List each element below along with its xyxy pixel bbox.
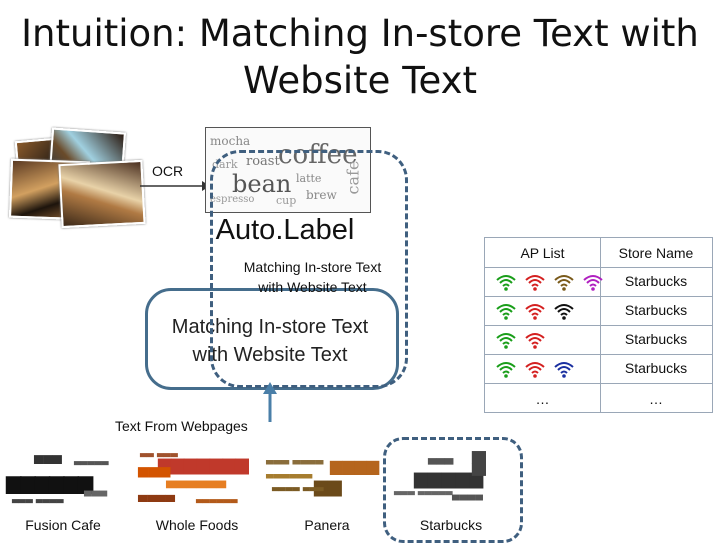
cloud-shape: ▃▃ ▃▃▃ xyxy=(140,448,178,458)
cloud-shape: ▄▄▄ xyxy=(84,486,108,497)
cloud-word: latte xyxy=(296,172,322,185)
autolabel-subtitle: Matching In-store Text with Website Text xyxy=(215,257,410,297)
store-name-cell: Starbucks xyxy=(624,302,688,318)
store-name-cell: Starbucks xyxy=(624,331,688,347)
starbucks-word-cloud: ▆▆▆▆▆ ▆▆ ▄▄▄ ▃▃▃ ▃▃▃▃▃ ▄▄▄▄ xyxy=(392,446,508,508)
whole-foods-word-cloud: ▆▆▆▆▆▆▆ ▅▅▅ ▄▄▄▄▄▄ ▄▄▄▄ ▃▃▃▃▃▃ ▃▃ ▃▃▃ xyxy=(136,446,252,516)
cloud-shape: ▄▄▄ xyxy=(428,452,454,465)
cloud-shape: ▆▆ xyxy=(314,476,342,497)
wifi-icon xyxy=(496,333,516,349)
wifi-icon xyxy=(525,362,545,378)
autolabel-title: Auto.Label xyxy=(215,214,355,246)
cloud-shape: ▆▆▆▆▆▆ xyxy=(6,470,93,494)
ellipsis: … xyxy=(535,391,550,407)
cloud-shape: ▆▆▆▆▆▆▆ xyxy=(158,454,249,475)
cloud-shape: ▅▅▅ xyxy=(34,450,62,464)
cloud-word: roast xyxy=(246,154,280,169)
cloud-shape: ▆▆▆▆ xyxy=(330,456,380,475)
wifi-icon xyxy=(583,275,603,291)
store-name-cell: Starbucks xyxy=(624,360,688,376)
matching-box xyxy=(145,288,399,390)
wifi-icon xyxy=(554,304,574,320)
cloud-word: bean xyxy=(232,170,292,198)
cloud-shape: ▄▄▄▄ xyxy=(138,488,175,502)
cloud-shape: ▃▃▃▃▃▃ xyxy=(266,468,313,479)
store-photo xyxy=(58,159,146,229)
cloud-shape: ▄▄▄▄▄▄ xyxy=(166,474,226,489)
ocr-label: OCR xyxy=(152,163,184,179)
store-caption: Whole Foods xyxy=(155,517,239,533)
fusion-cafe-word-cloud: ▆▆▆▆▆▆ ▅▅▅ ▃▃▃▃▃ ▃▃▃ ▃▃▃▃ ▄▄▄ xyxy=(4,446,120,516)
cloud-shape: ▃▃▃ ▃▃▃▃▃ xyxy=(394,486,453,496)
up-arrow-icon xyxy=(263,382,277,422)
cloud-shape: ▃▃▃▃▃ xyxy=(74,456,109,466)
cloud-shape: ▄▄▄▄ xyxy=(452,490,483,501)
subtitle-line: Matching In-store Text xyxy=(243,259,382,275)
store-caption: Starbucks xyxy=(419,517,483,533)
table-divider xyxy=(485,383,712,384)
cloud-shape: ▃▃▃▃▃▃ xyxy=(196,494,238,504)
ellipsis: … xyxy=(649,391,663,407)
header-store-name: Store Name xyxy=(618,245,694,261)
cloud-shape: ▆▆▆▆▆ xyxy=(414,468,484,489)
wifi-icon xyxy=(525,333,545,349)
cloud-shape: ▆▆ xyxy=(466,451,486,476)
header-ap-list: AP List xyxy=(520,245,565,261)
table-divider xyxy=(485,325,712,326)
cloud-word: espresso xyxy=(210,194,255,205)
store-caption: Panera xyxy=(304,517,350,533)
webpages-label: Text From Webpages xyxy=(115,418,248,434)
autolabel-box xyxy=(210,150,408,388)
table-divider xyxy=(485,267,712,268)
cloud-shape: ▃▃▃▃ ▃▃▃ xyxy=(272,482,324,492)
cloud-word: mocha xyxy=(210,134,251,148)
slide-title: Intuition: Matching In-store Text with W… xyxy=(0,10,720,104)
cloud-shape: ▃▃▃ ▃▃▃▃ xyxy=(12,494,64,504)
store-name-cell: Starbucks xyxy=(624,273,688,289)
wifi-icon xyxy=(496,275,516,291)
cloud-word: brew xyxy=(306,188,337,202)
wifi-icon xyxy=(496,362,516,378)
cloud-word: coffee xyxy=(278,140,358,170)
matching-line: Matching In-store Text xyxy=(171,316,369,338)
wifi-icon xyxy=(554,362,574,378)
wifi-icon xyxy=(496,304,516,320)
table-divider xyxy=(485,296,712,297)
cloud-word: cup xyxy=(276,194,297,207)
store-caption: Fusion Cafe xyxy=(25,517,101,533)
wifi-icon xyxy=(525,275,545,291)
panera-word-cloud: ▆▆▆▆ ▆▆ ▃▃▃ ▃▃▃▃ ▃▃▃▃▃▃ ▃▃▃▃ ▃▃▃ xyxy=(262,446,382,506)
cloud-shape: ▃▃▃ ▃▃▃▃ xyxy=(266,454,324,465)
title-line: Intuition: Matching In-store Text with W… xyxy=(21,12,699,102)
wifi-icon xyxy=(554,275,574,291)
wifi-icon xyxy=(525,304,545,320)
cloud-shape: ▅▅▅ xyxy=(138,462,171,478)
table-divider xyxy=(485,354,712,355)
subtitle-line: with Website Text xyxy=(258,279,367,295)
ocr-arrow-icon xyxy=(140,181,210,191)
coffee-word-cloud: coffee bean mocha roast latte espresso b… xyxy=(205,127,371,213)
